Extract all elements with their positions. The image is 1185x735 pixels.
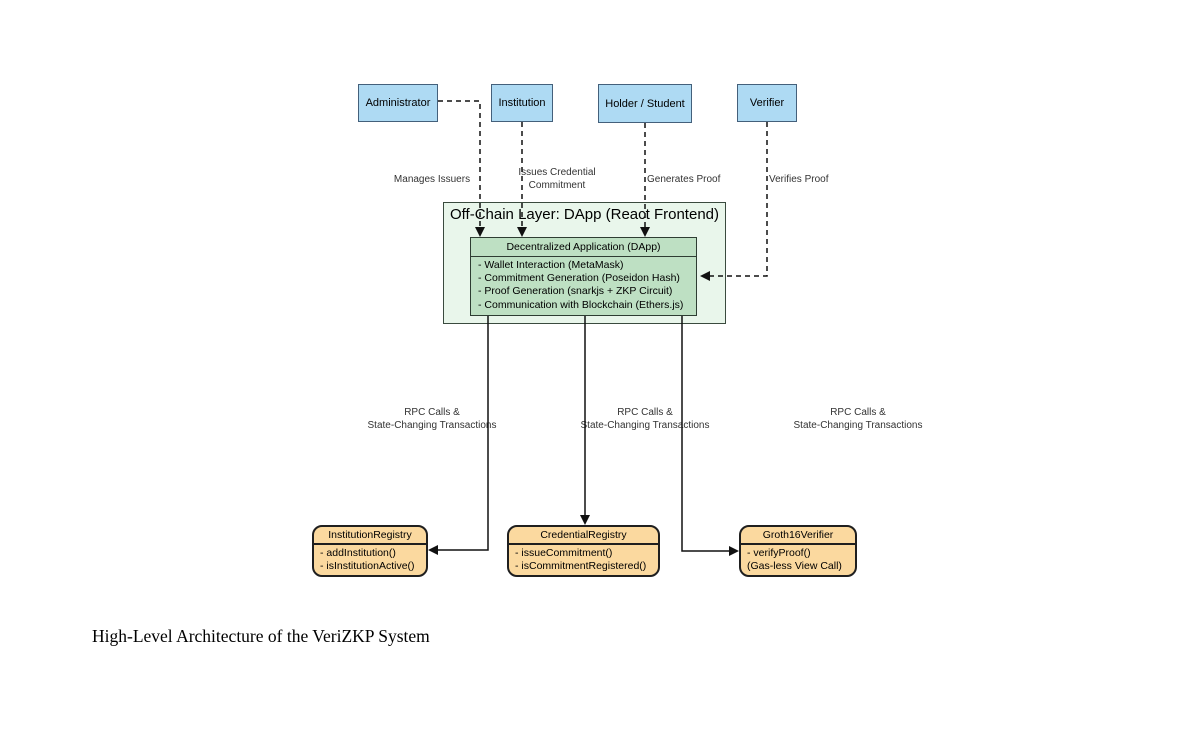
- rpc-label-left: RPC Calls & State-Changing Transactions: [352, 407, 512, 432]
- method-is-institution-active: - isInstitutionActive(): [320, 560, 415, 572]
- edge-label-verifies-proof: Verifies Proof: [769, 174, 829, 185]
- connector-dapp-to-groth16-verifier: [681, 316, 729, 552]
- edge-label-issues-credential-line1: Issues Credential: [518, 167, 596, 178]
- actor-label-institution: Institution: [498, 97, 546, 109]
- contract-name-groth16-verifier: Groth16Verifier: [741, 527, 855, 545]
- diagram-caption: High-Level Architecture of the VeriZKP S…: [92, 626, 430, 646]
- dapp-header: Decentralized Application (DApp): [471, 238, 696, 257]
- contract-box-institution-registry: InstitutionRegistry - addInstitution() -…: [312, 525, 428, 577]
- dapp-feature-wallet: - Wallet Interaction (MetaMask): [478, 259, 624, 271]
- edge-label-generates-proof: Generates Proof: [647, 174, 721, 185]
- actor-box-holder-student: Holder / Student: [598, 84, 692, 123]
- contract-name-credential-registry: CredentialRegistry: [509, 527, 658, 545]
- dapp-feature-commitment: - Commitment Generation (Poseidon Hash): [478, 272, 680, 285]
- arrowhead-dapp-to-institution-registry: [428, 545, 438, 555]
- rpc-label-left-line2: State-Changing Transactions: [367, 419, 497, 431]
- rpc-label-middle: RPC Calls & State-Changing Transactions: [565, 407, 725, 432]
- method-verify-proof: - verifyProof(): [747, 547, 811, 559]
- method-is-commitment-registered: - isCommitmentRegistered(): [515, 560, 647, 572]
- actor-box-verifier: Verifier: [737, 84, 797, 122]
- offchain-layer-title: Off-Chain Layer: DApp (React Frontend): [449, 206, 719, 223]
- rpc-label-left-line1: RPC Calls &: [404, 407, 460, 418]
- rpc-label-middle-line2: State-Changing Transactions: [580, 419, 710, 431]
- rpc-label-right: RPC Calls & State-Changing Transactions: [778, 407, 938, 432]
- dapp-feature-proof: - Proof Generation (snarkjs + ZKP Circui…: [478, 285, 673, 298]
- actor-label-administrator: Administrator: [365, 97, 431, 109]
- arrowhead-dapp-to-groth16-verifier: [729, 546, 739, 556]
- rpc-label-middle-line1: RPC Calls &: [617, 407, 673, 418]
- connector-dapp-to-institution-registry: [438, 316, 489, 551]
- contract-name-institution-registry: InstitutionRegistry: [314, 527, 426, 545]
- edge-label-manages-issuers: Manages Issuers: [393, 174, 471, 185]
- contract-methods-groth16-verifier: - verifyProof() (Gas-less View Call): [741, 545, 855, 573]
- contract-methods-credential-registry: - issueCommitment() - isCommitmentRegist…: [509, 545, 658, 573]
- contract-methods-institution-registry: - addInstitution() - isInstitutionActive…: [314, 545, 426, 573]
- actor-label-verifier: Verifier: [749, 97, 785, 109]
- contract-box-credential-registry: CredentialRegistry - issueCommitment() -…: [507, 525, 660, 577]
- dapp-feature-communication: - Communication with Blockchain (Ethers.…: [478, 298, 684, 311]
- arrowhead-dapp-to-credential-registry: [580, 515, 590, 525]
- edge-label-issues-credential: Issues Credential Commitment: [497, 167, 617, 192]
- method-gas-less-view-call: (Gas-less View Call): [747, 560, 842, 572]
- dapp-box: Decentralized Application (DApp) - Walle…: [470, 237, 697, 316]
- method-issue-commitment: - issueCommitment(): [515, 547, 613, 559]
- rpc-label-right-line1: RPC Calls &: [830, 407, 886, 418]
- edge-label-issues-credential-line2: Commitment: [528, 179, 586, 191]
- actor-box-institution: Institution: [491, 84, 553, 122]
- contract-box-groth16-verifier: Groth16Verifier - verifyProof() (Gas-les…: [739, 525, 857, 577]
- method-add-institution: - addInstitution(): [320, 547, 396, 559]
- actor-label-holder-student: Holder / Student: [605, 97, 685, 110]
- dapp-feature-list: - Wallet Interaction (MetaMask) - Commit…: [471, 257, 696, 312]
- actor-box-administrator: Administrator: [358, 84, 438, 122]
- rpc-label-right-line2: State-Changing Transactions: [793, 419, 923, 431]
